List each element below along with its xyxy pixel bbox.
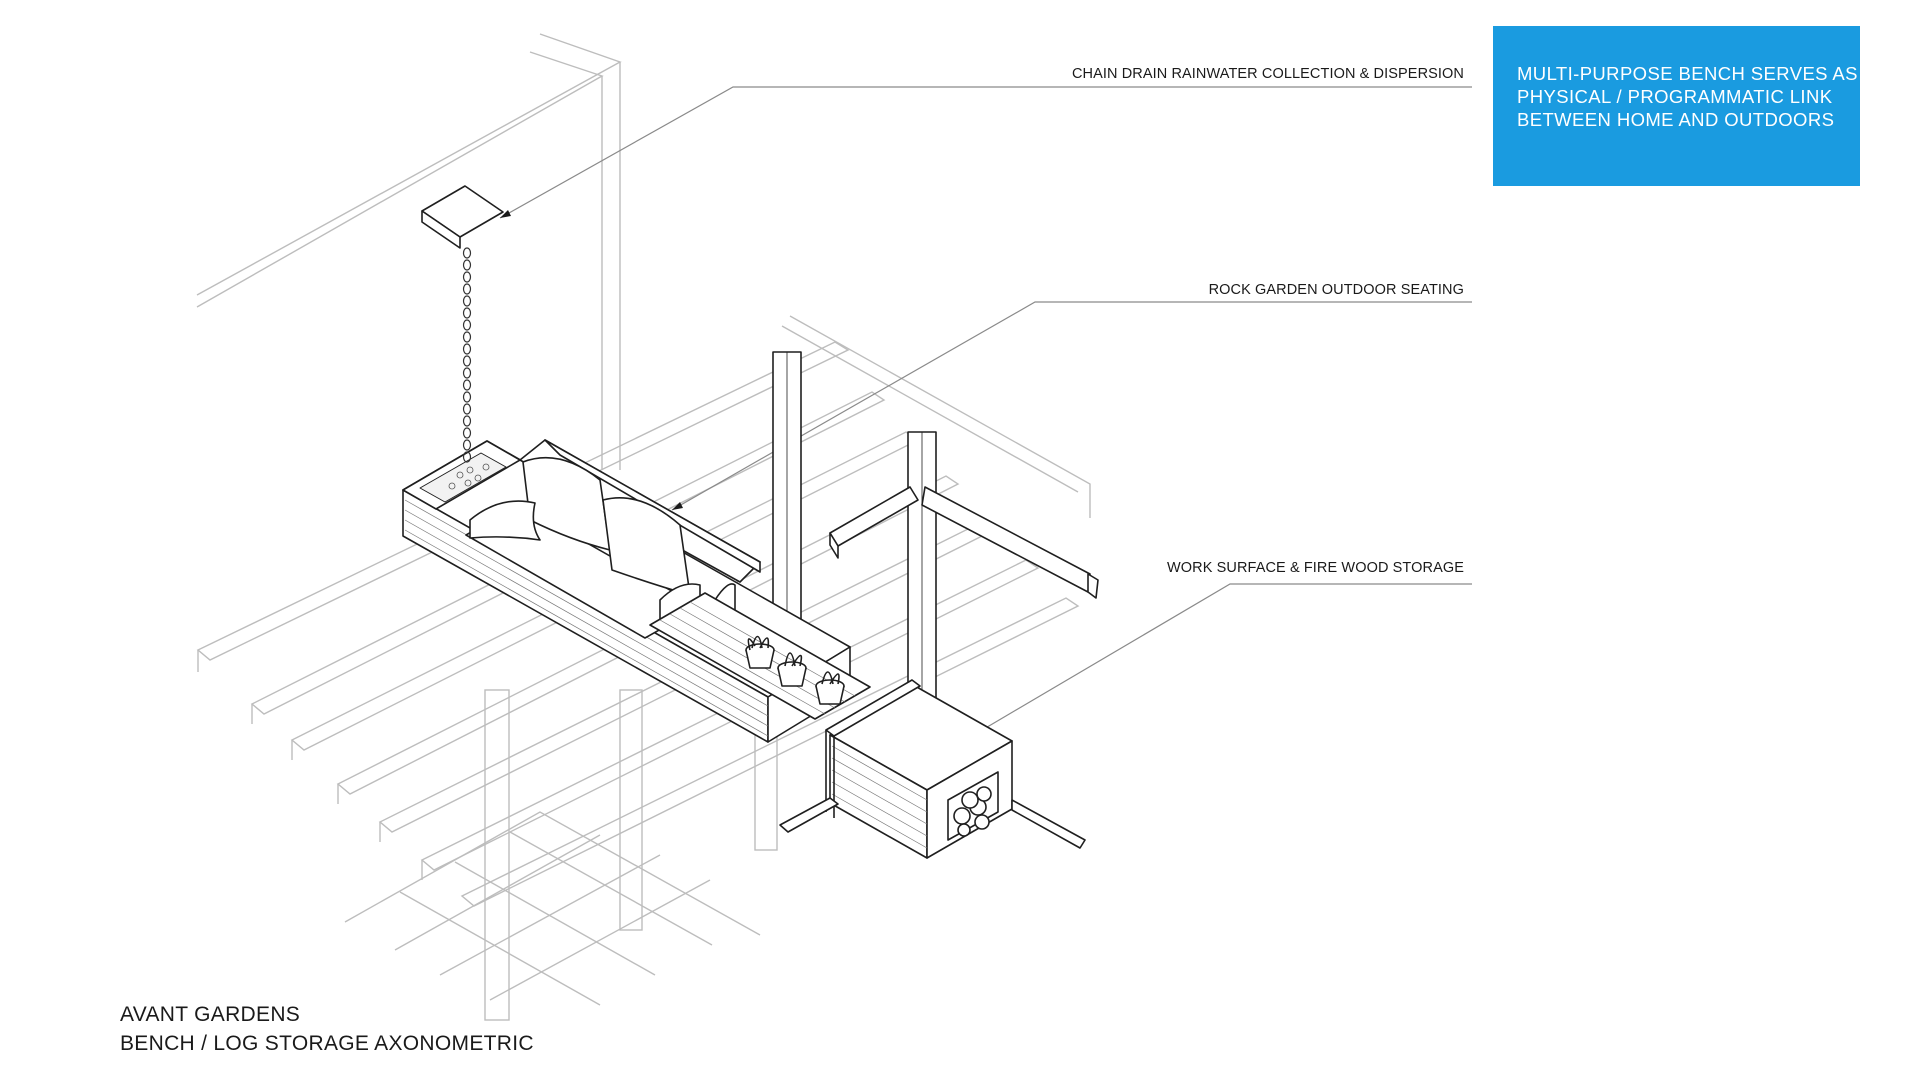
callout-rock-garden: ROCK GARDEN OUTDOOR SEATING	[1208, 282, 1464, 298]
potted-plants	[745, 635, 845, 705]
info-line-2: PHYSICAL / PROGRAMMATIC LINK	[1517, 86, 1833, 107]
leader-work-surface	[971, 583, 1472, 737]
info-line-3: BETWEEN HOME AND OUTDOORS	[1517, 109, 1835, 130]
beam-short	[829, 486, 919, 547]
planter-gravel	[419, 452, 507, 503]
bench-object	[402, 351, 1099, 859]
info-box: MULTI-PURPOSE BENCH SERVES AS PHYSICAL /…	[1493, 26, 1860, 186]
base-runner-right	[1011, 799, 1086, 849]
base-runner-left	[779, 797, 839, 833]
chain-drain	[421, 185, 504, 463]
beam-long-end	[1087, 573, 1099, 599]
callout-work-surface: WORK SURFACE & FIRE WOOD STORAGE	[1167, 560, 1464, 576]
pillow-left	[469, 500, 541, 541]
project-title: AVANT GARDENS	[120, 1003, 301, 1026]
title-block: AVANT GARDENS BENCH / LOG STORAGE AXONOM…	[120, 1000, 534, 1058]
scupper-front	[421, 210, 461, 249]
callout-chain-drain: CHAIN DRAIN RAINWATER COLLECTION & DISPE…	[1071, 66, 1464, 82]
gravel-texture	[448, 463, 490, 490]
bench-bracket	[825, 679, 921, 737]
firewood-logs	[953, 786, 992, 837]
info-line-1: MULTI-PURPOSE BENCH SERVES AS	[1517, 63, 1858, 84]
leader-chain-drain	[499, 86, 1472, 219]
beam-short-front	[829, 532, 839, 559]
drawing-title: BENCH / LOG STORAGE AXONOMETRIC	[120, 1032, 534, 1055]
rain-chain	[462, 247, 472, 463]
